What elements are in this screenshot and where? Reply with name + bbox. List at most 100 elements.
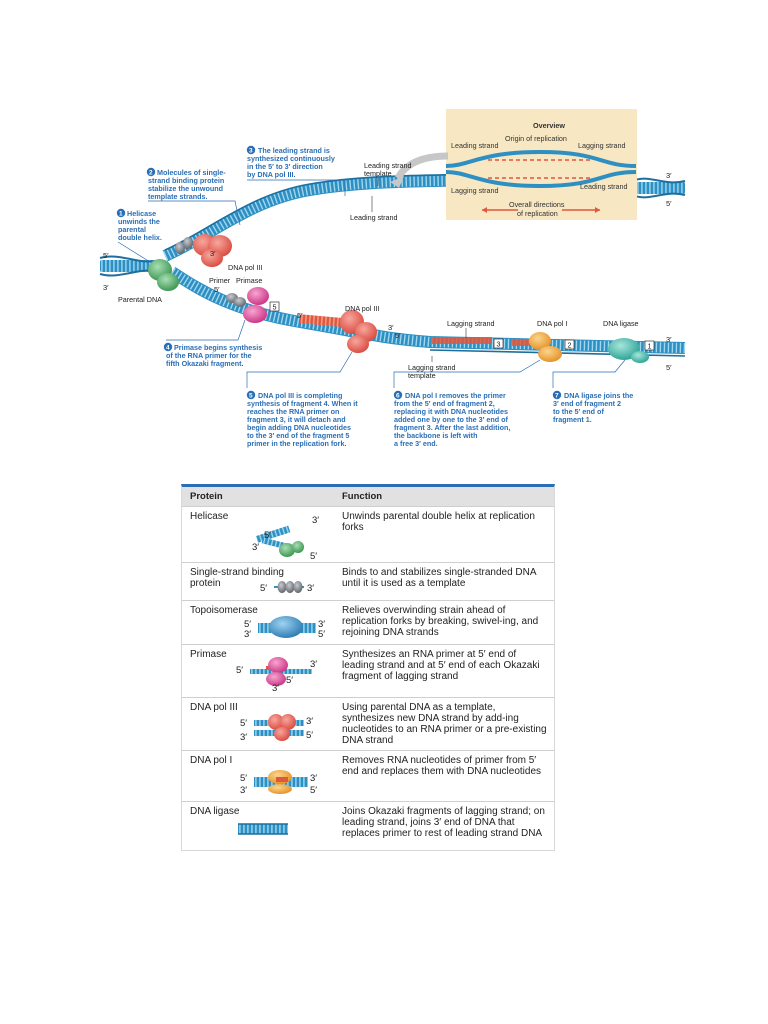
function-text: Joins Okazaki fragments of lagging stran… xyxy=(342,806,545,839)
helicase-icon: 5′ 3′ 3′ 5′ xyxy=(252,515,319,562)
dna-pol-iii-top-shape xyxy=(193,234,232,267)
end-5-right-bottom: 5′ xyxy=(666,363,672,372)
svg-text:5′: 5′ xyxy=(318,629,325,640)
label-primase: Primase xyxy=(236,276,262,285)
function-text: Using parental DNA as a template, synthe… xyxy=(342,702,547,746)
ssb-shapes xyxy=(175,237,246,307)
svg-text:Molecules of single-: Molecules of single- xyxy=(157,168,226,177)
table-row: Topoisomerase 5′ 3′ 3′ 5′ Relieves overw… xyxy=(182,600,554,644)
svg-text:DNA pol III is completing: DNA pol III is completing xyxy=(258,391,342,400)
end-3-pol: 3′ xyxy=(210,249,216,258)
overview-leading-bottom: Leading strand xyxy=(580,182,628,191)
label-lagging-strand: Lagging strand xyxy=(447,319,495,328)
table-row: Helicase 5′ 3′ 3′ 5′ Unwinds parental do… xyxy=(182,506,554,562)
overview-title: Overview xyxy=(533,121,565,130)
svg-text:5′: 5′ xyxy=(306,730,313,741)
svg-text:3′: 3′ xyxy=(244,629,251,640)
protein-name: Helicase xyxy=(190,511,229,522)
svg-text:2: 2 xyxy=(149,170,153,177)
svg-text:primer in the replication fork: primer in the replication fork. xyxy=(247,439,346,448)
fragment-3: 3 xyxy=(497,340,501,349)
svg-text:3′: 3′ xyxy=(310,659,317,670)
svg-text:to the 5′ end of: to the 5′ end of xyxy=(553,407,604,416)
end-5-right-top: 5′ xyxy=(666,199,672,208)
svg-text:the backbone is left with: the backbone is left with xyxy=(394,431,477,440)
header-protein: Protein xyxy=(190,491,223,502)
svg-text:5′: 5′ xyxy=(240,773,247,784)
svg-text:added one by one to the 3′ end: added one by one to the 3′ end of xyxy=(394,415,509,424)
label-dna-pol-iii-top: DNA pol III xyxy=(228,263,262,272)
svg-text:The leading strand is: The leading strand is xyxy=(258,146,330,155)
end-3-right-bottom: 3′ xyxy=(666,335,672,344)
svg-text:5′: 5′ xyxy=(264,530,271,541)
label-dna-pol-iii-mid: DNA pol III xyxy=(345,304,379,313)
step-7-caption: 7 DNA ligase joins the 3′ end of fragmen… xyxy=(552,390,633,424)
svg-text:5′: 5′ xyxy=(244,619,251,630)
svg-text:3′: 3′ xyxy=(310,773,317,784)
svg-text:begin adding DNA nucleotides: begin adding DNA nucleotides xyxy=(247,423,351,432)
table-row: DNA pol I 5′ 3′ 3′ 5′ Removes RNA nucleo… xyxy=(182,750,554,801)
svg-text:by DNA pol III.: by DNA pol III. xyxy=(247,170,295,179)
fragment-2: 2 xyxy=(568,341,572,350)
svg-text:5′: 5′ xyxy=(310,785,317,796)
svg-text:a free 3′ end.: a free 3′ end. xyxy=(394,439,438,448)
header-function: Function xyxy=(342,491,383,502)
svg-text:unwinds the: unwinds the xyxy=(118,217,160,226)
svg-text:3′: 3′ xyxy=(252,542,259,553)
svg-text:fifth Okazaki fragment.: fifth Okazaki fragment. xyxy=(166,359,243,368)
svg-text:parental: parental xyxy=(118,225,146,234)
label-primer: Primer xyxy=(209,276,231,285)
label-leading-strand: Leading strand xyxy=(350,213,398,222)
right-parental-helix xyxy=(634,177,686,199)
label-lagging-template-1: Lagging strand xyxy=(408,363,456,372)
svg-text:strand binding protein: strand binding protein xyxy=(148,176,224,185)
dna-ligase-icon xyxy=(238,823,288,835)
table-row: Primase 5′ 3′ 3′ 5′ Synthesizes an RNA p… xyxy=(182,644,554,697)
step-5-caption: 5 DNA pol III is completing synthesis of… xyxy=(246,390,358,448)
svg-text:3′: 3′ xyxy=(306,716,313,727)
svg-text:Helicase: Helicase xyxy=(127,209,156,218)
overview-arrow-head xyxy=(390,176,404,188)
ssb-icon: 5′ 3′ xyxy=(260,581,314,594)
svg-text:4: 4 xyxy=(166,345,170,352)
function-text: Synthesizes an RNA primer at 5′ end of l… xyxy=(342,649,540,682)
label-lagging-template-2: template xyxy=(408,371,436,380)
dna-pol-iii-icon: 5′ 3′ 3′ 5′ xyxy=(240,714,313,743)
svg-text:5′: 5′ xyxy=(260,583,267,594)
step-4-caption: 4 Primase begins synthesis of the RNA pr… xyxy=(163,342,262,368)
overview-directions-1: Overall directions xyxy=(509,200,565,209)
overview-directions-2: of replication xyxy=(517,209,558,218)
function-text: Unwinds parental double helix at replica… xyxy=(342,511,535,533)
fragment-5: 5 xyxy=(273,303,277,312)
svg-text:fragment 1.: fragment 1. xyxy=(553,415,592,424)
svg-text:template strands.: template strands. xyxy=(148,192,208,201)
helicase-shape xyxy=(148,259,179,291)
protein-name: Topoisomerase xyxy=(190,605,258,616)
overview-lagging-bottom: Lagging strand xyxy=(451,186,499,195)
svg-text:5′: 5′ xyxy=(310,551,317,562)
svg-text:fragment 3. After the last add: fragment 3. After the last addition, xyxy=(394,423,510,432)
table-header: Protein Function xyxy=(182,487,554,506)
svg-text:to the 3′ end of the fragment: to the 3′ end of the fragment 5 xyxy=(247,431,349,440)
svg-text:3′: 3′ xyxy=(312,515,319,526)
dna-ligase-shape xyxy=(608,338,649,363)
protein-name: Primase xyxy=(190,649,227,660)
svg-text:1: 1 xyxy=(119,211,123,218)
dna-pol-iii-mid-shape xyxy=(340,310,377,353)
end-5-primer: 5′ xyxy=(214,285,220,294)
svg-text:3: 3 xyxy=(249,148,253,155)
end-3-left: 3′ xyxy=(103,283,109,292)
svg-text:3′ end of fragment 2: 3′ end of fragment 2 xyxy=(553,399,621,408)
function-text: Binds to and stabilizes single-stranded … xyxy=(342,567,536,589)
label-leading-template-2: template xyxy=(364,169,392,178)
fragment-1: 1 xyxy=(648,342,652,351)
primase-shape xyxy=(243,287,269,323)
svg-text:5: 5 xyxy=(249,393,253,400)
svg-text:5′: 5′ xyxy=(286,675,293,686)
svg-text:5′: 5′ xyxy=(240,718,247,729)
table-row: DNA pol III 5′ 3′ 3′ 5′ Using parental D… xyxy=(182,697,554,750)
function-text: Relieves overwinding strain ahead of rep… xyxy=(342,605,539,638)
protein-function-table: Protein Function Helicase 5′ 3′ 3′ 5′ Un… xyxy=(181,484,555,851)
step-1-caption: 1 Helicase unwinds the parental double h… xyxy=(116,208,162,242)
overview-lagging-top: Lagging strand xyxy=(578,141,626,150)
